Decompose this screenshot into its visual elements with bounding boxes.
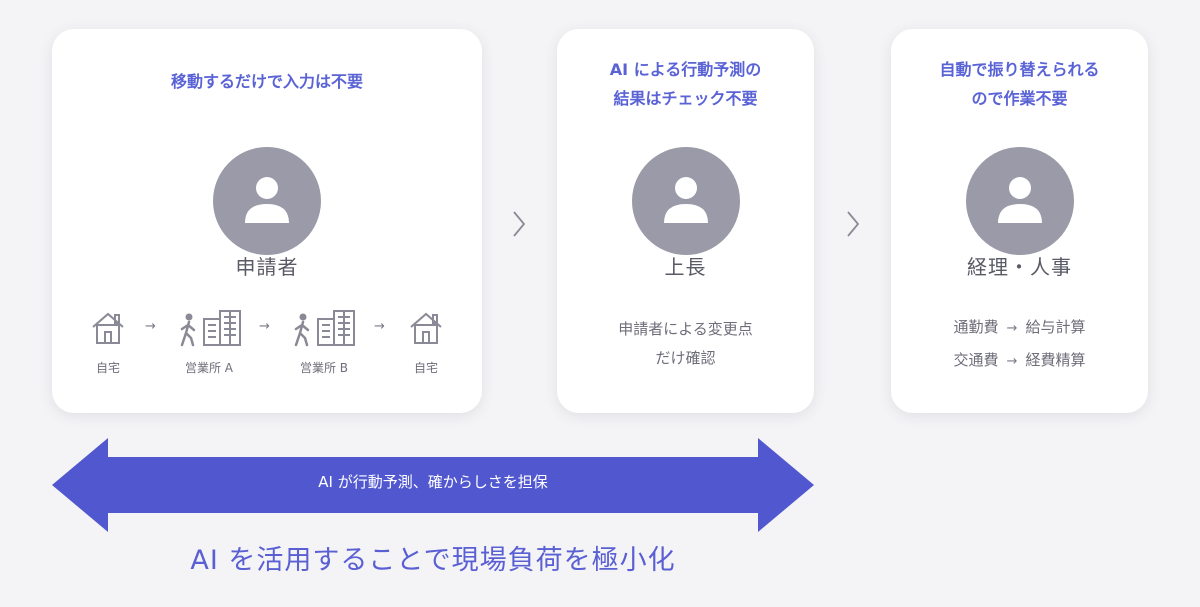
double-headed-arrow: [52, 438, 814, 532]
user-avatar-icon: [966, 147, 1074, 255]
walking-person-icon: [294, 313, 310, 347]
card-applicant-role: 申請者: [235, 255, 299, 279]
route-arrow: →: [259, 319, 270, 334]
route-label-home-start: 自宅: [95, 361, 120, 375]
card-supervisor: AI による行動予測の 結果はチェック不要 上長 申請者による変更点 だけ確認: [557, 29, 814, 413]
flow-to: 経費精算: [1025, 351, 1086, 369]
card-supervisor-title: AI による行動予測の 結果はチェック不要: [609, 60, 762, 108]
route-arrow: →: [145, 319, 156, 334]
card-applicant-title: 移動するだけで入力は不要: [170, 72, 363, 91]
office-building-icon: [203, 310, 241, 346]
card-supervisor-role: 上長: [664, 255, 707, 279]
house-icon: [410, 312, 442, 344]
walking-person-icon: [180, 313, 196, 347]
house-icon: [92, 312, 124, 344]
flow-from: 通勤費: [953, 318, 999, 336]
arrow-banner-label: AI が行動予測、確からしさを担保: [318, 473, 548, 491]
flow-from: 交通費: [953, 351, 999, 369]
flow-row-travel: 交通費 → 経費精算: [891, 349, 1148, 370]
chevron-right-icon: [513, 211, 526, 237]
flow-arrow: →: [1006, 354, 1018, 369]
conclusion-text: AI を活用することで現場負荷を極小化: [190, 545, 676, 576]
card-supervisor-description: 申請者による変更点 だけ確認: [618, 320, 753, 367]
flow-arrow: →: [1006, 321, 1018, 336]
card-accounting-hr: 自動で振り替えられる ので作業不要 経理・人事 通勤費 → 給与計算 交通費 → 経費精…: [891, 29, 1148, 413]
user-avatar-icon: [632, 147, 740, 255]
card-accounting-role: 経理・人事: [967, 255, 1072, 279]
route-label-home-end: 自宅: [413, 361, 438, 375]
chevron-right-icon: [847, 211, 860, 237]
flow-to: 給与計算: [1025, 318, 1086, 336]
route-arrow: →: [374, 319, 385, 334]
user-avatar-icon: [213, 147, 321, 255]
flow-row-commute: 通勤費 → 給与計算: [891, 316, 1148, 337]
office-building-icon: [317, 310, 355, 346]
card-accounting-title: 自動で振り替えられる ので作業不要: [939, 60, 1100, 108]
route-label-office-b: 営業所 B: [299, 361, 349, 375]
card-applicant: 移動するだけで入力は不要 申請者 → → → 自宅: [52, 29, 482, 413]
route-label-office-a: 営業所 A: [184, 361, 234, 375]
